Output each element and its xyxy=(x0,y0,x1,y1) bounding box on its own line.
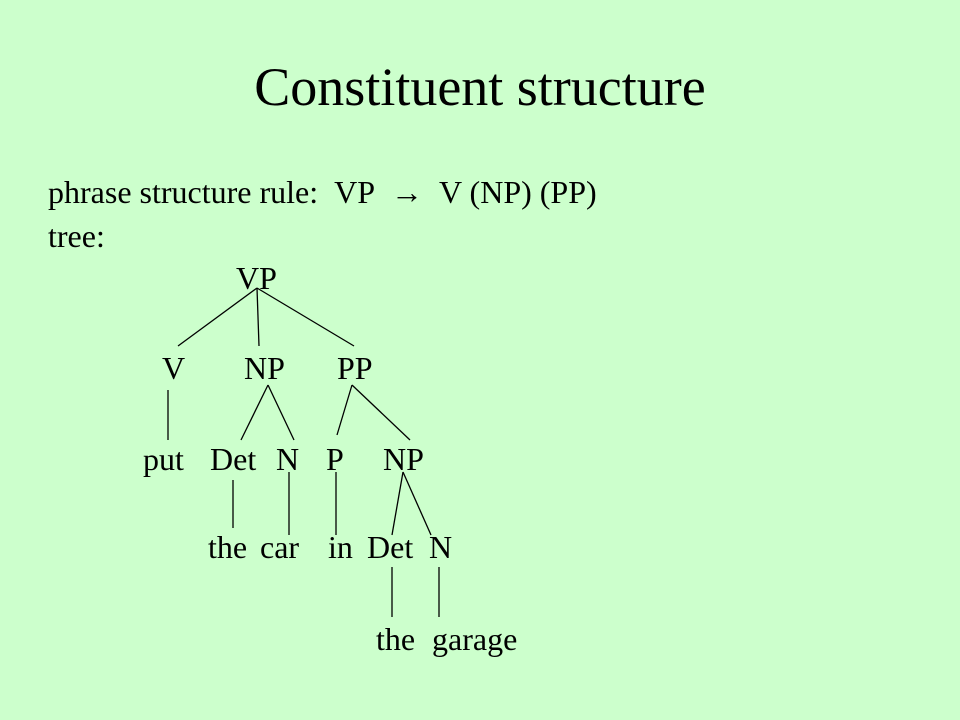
edge-np2-det xyxy=(391,471,404,536)
edge-np-n xyxy=(267,384,295,441)
node-n2: N xyxy=(429,529,452,565)
node-n: N xyxy=(276,441,299,477)
edge-vp-pp xyxy=(256,287,355,347)
node-np: NP xyxy=(244,350,285,386)
node-put: put xyxy=(143,441,184,477)
node-in: in xyxy=(328,529,353,565)
rule-rhs: V (NP) (PP) xyxy=(439,174,597,210)
slide-title: Constituent structure xyxy=(254,57,706,117)
edge-np-det xyxy=(240,384,269,441)
edge-vp-np xyxy=(256,287,260,347)
node-garage: garage xyxy=(432,621,517,657)
node-np2: NP xyxy=(383,441,424,477)
node-det: Det xyxy=(210,441,256,477)
rule-label: phrase structure rule: xyxy=(48,174,319,210)
tree-label: tree: xyxy=(48,218,105,254)
phrase-structure-rule: phrase structure rule: VP → V (NP) (PP) xyxy=(48,172,597,212)
node-det2: Det xyxy=(367,529,413,565)
node-v: V xyxy=(162,350,185,386)
rule-arrow: → xyxy=(391,174,424,210)
node-vp: VP xyxy=(236,260,277,296)
edge-vp-v xyxy=(177,287,258,347)
edge-pp-p xyxy=(336,384,353,436)
node-the-2: the xyxy=(376,621,415,657)
node-pp: PP xyxy=(337,350,373,386)
tree-nodes: VP V NP PP put Det N P NP the car in Det… xyxy=(143,260,517,657)
edge-pp-np xyxy=(351,384,411,441)
tree-edges xyxy=(167,287,440,617)
edge-np2-n xyxy=(402,471,432,536)
rule-lhs: VP xyxy=(334,174,376,210)
node-the-1: the xyxy=(208,529,247,565)
node-car: car xyxy=(260,529,299,565)
node-p: P xyxy=(326,441,344,477)
